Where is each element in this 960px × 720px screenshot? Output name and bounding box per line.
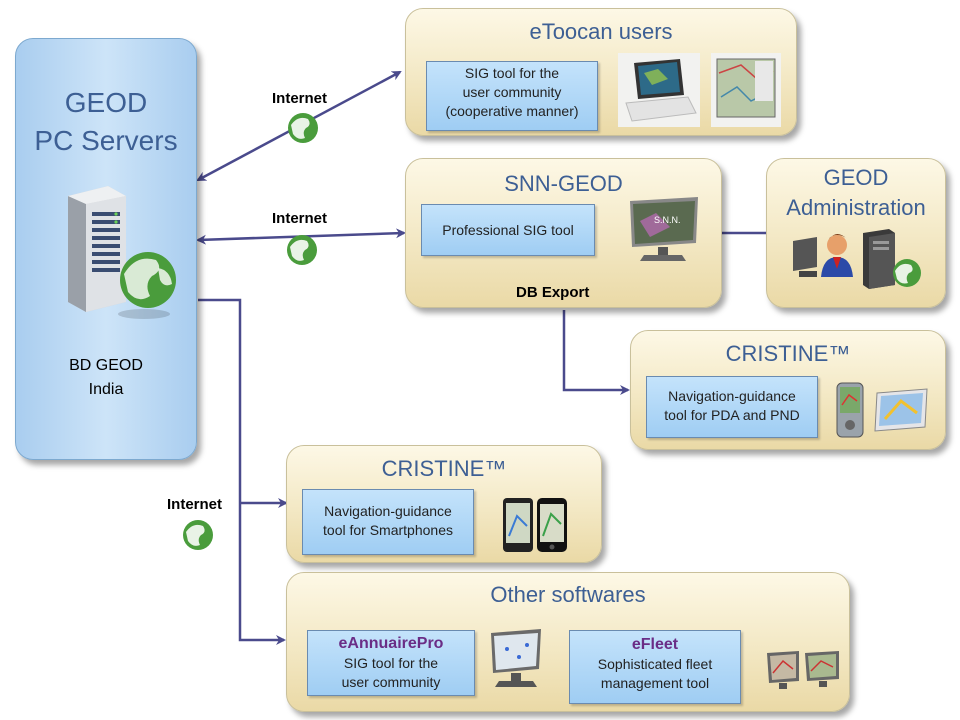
geod-server-panel: GEOD PC Servers BD GEOD India bbox=[15, 38, 197, 460]
efleet-monitors-icon bbox=[767, 651, 839, 689]
connector-db-export bbox=[562, 310, 630, 395]
efleet-line-2: management tool bbox=[600, 675, 710, 691]
pnd-device-icon bbox=[874, 388, 928, 432]
etoocan-line-3: (cooperative manner) bbox=[445, 103, 579, 119]
etoocan-line-1: SIG tool for the bbox=[464, 65, 560, 81]
cristine-pda-panel: CRISTINE™ Navigation-guidance tool for P… bbox=[630, 330, 946, 450]
cristine-pda-line-1: Navigation-guidance bbox=[668, 388, 796, 404]
cristine-phone-line-1: Navigation-guidance bbox=[324, 503, 452, 519]
smartphones-icon bbox=[503, 498, 567, 552]
admin-title-line1: GEOD bbox=[823, 165, 889, 190]
server-title-line1: GEOD bbox=[64, 87, 148, 118]
etoocan-panel: eToocan users SIG tool for the user comm… bbox=[405, 8, 797, 136]
connector-lower-trunk bbox=[198, 298, 286, 645]
eannuaire-line-2: user community bbox=[341, 674, 441, 690]
snn-title: SNN-GEOD bbox=[504, 171, 623, 196]
globe-icon-2 bbox=[287, 235, 317, 265]
snn-monitor-icon bbox=[630, 197, 698, 261]
cristine-phone-line-2: tool for Smartphones bbox=[323, 522, 453, 538]
snn-geod-panel: SNN-GEOD Professional SIG tool S.N.N. DB… bbox=[405, 158, 722, 308]
eannuaire-line-1: SIG tool for the bbox=[343, 655, 439, 671]
snn-screen-text: S.N.N. bbox=[654, 215, 681, 225]
etoocan-line-2: user community bbox=[462, 84, 562, 100]
eannuaire-monitor-icon bbox=[491, 629, 541, 687]
server-sub-line2: India bbox=[88, 381, 124, 398]
eannuaire-title: eAnnuairePro bbox=[338, 635, 444, 652]
cristine-phone-title: CRISTINE™ bbox=[381, 456, 507, 481]
etoocan-title: eToocan users bbox=[529, 19, 673, 44]
cristine-smartphone-panel: CRISTINE™ Navigation-guidance tool for S… bbox=[286, 445, 602, 563]
other-title: Other softwares bbox=[490, 582, 646, 607]
server-title-line2: PC Servers bbox=[34, 125, 178, 156]
cristine-pda-title: CRISTINE™ bbox=[725, 341, 851, 366]
cristine-phone-description-box: Navigation-guidance tool for Smartphones bbox=[302, 489, 474, 555]
eannuaire-box: eAnnuairePro SIG tool for the user commu… bbox=[307, 630, 475, 696]
internet-label-3: Internet bbox=[167, 496, 223, 513]
admin-title-line2: Administration bbox=[786, 195, 926, 220]
globe-icon-1 bbox=[288, 113, 318, 143]
other-softwares-panel: Other softwares eAnnuairePro SIG tool fo… bbox=[286, 572, 850, 712]
snn-box-text: Professional SIG tool bbox=[442, 222, 574, 238]
server-tower-icon bbox=[68, 186, 176, 319]
snn-description-box: Professional SIG tool bbox=[421, 204, 595, 256]
efleet-box: eFleet Sophisticated fleet management to… bbox=[569, 630, 741, 704]
cristine-pda-line-2: tool for PDA and PND bbox=[664, 407, 800, 423]
etoocan-description-box: SIG tool for the user community (coopera… bbox=[426, 61, 598, 131]
admin-workstation-icon bbox=[793, 229, 921, 289]
globe-icon-3 bbox=[183, 520, 213, 550]
geod-admin-panel: GEOD Administration bbox=[766, 158, 946, 308]
internet-label-1: Internet bbox=[272, 90, 328, 107]
efleet-line-1: Sophisticated fleet bbox=[597, 656, 713, 672]
efleet-title: eFleet bbox=[631, 636, 679, 653]
cristine-pda-description-box: Navigation-guidance tool for PDA and PND bbox=[646, 376, 818, 438]
map-screen-icon bbox=[711, 53, 781, 127]
internet-label-2: Internet bbox=[272, 210, 328, 227]
pda-device-icon bbox=[836, 382, 864, 438]
laptop-icon bbox=[618, 53, 700, 127]
snn-footer-db-export: DB Export bbox=[516, 284, 590, 301]
server-sub-line1: BD GEOD bbox=[69, 357, 143, 374]
